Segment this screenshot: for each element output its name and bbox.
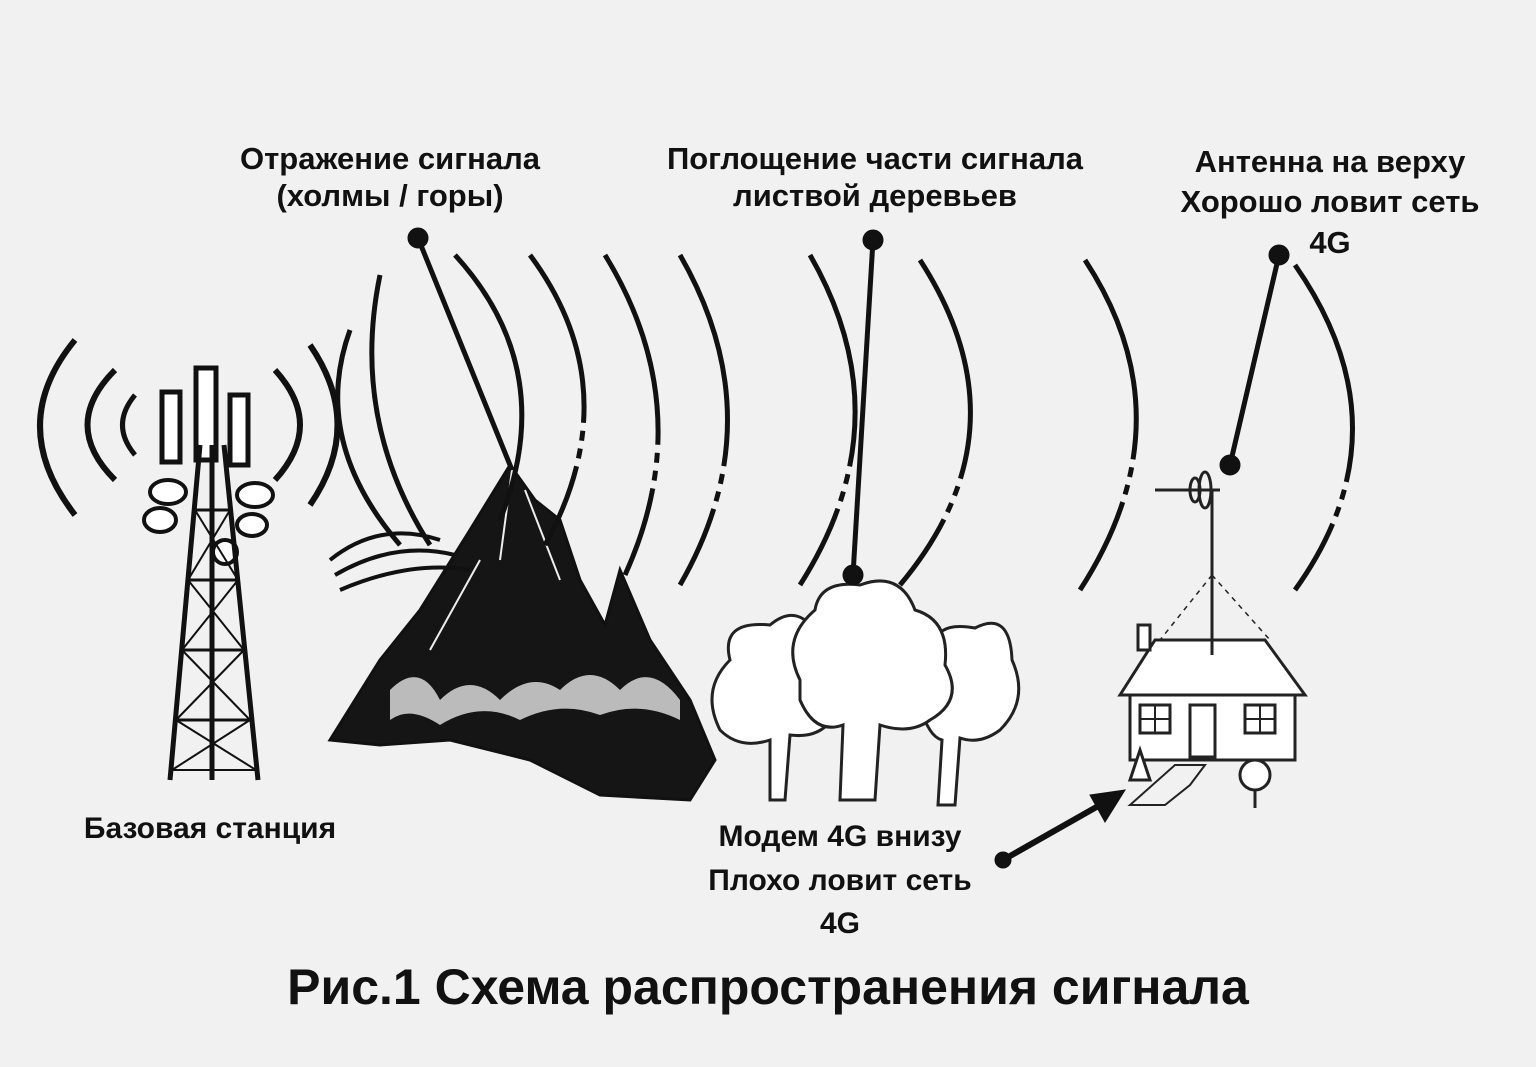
- cell-tower-icon: [37, 338, 341, 781]
- yagi-antenna-icon: [1155, 470, 1271, 655]
- absorption-label: Поглощение части сигнала листвой деревье…: [666, 141, 1084, 214]
- leader-lines: [407, 227, 1290, 586]
- signal-wave-icon: [453, 253, 1355, 592]
- antenna-label: Антенна на верху Хорошо ловит сеть 4G: [1180, 144, 1480, 260]
- trees-icon: [710, 579, 1021, 807]
- base-station-label: Базовая станция: [83, 812, 337, 845]
- reflection-label: Отражение сигнала (холмы / горы): [239, 141, 541, 214]
- figure-title: Рис.1 Схема распространения сигнала: [287, 959, 1249, 1015]
- pointer-arrow-icon: [994, 789, 1126, 869]
- house-icon: [1117, 623, 1308, 808]
- mountain-icon: [327, 274, 717, 802]
- modem-label: Модем 4G внизу Плохо ловит сеть 4G: [708, 820, 972, 940]
